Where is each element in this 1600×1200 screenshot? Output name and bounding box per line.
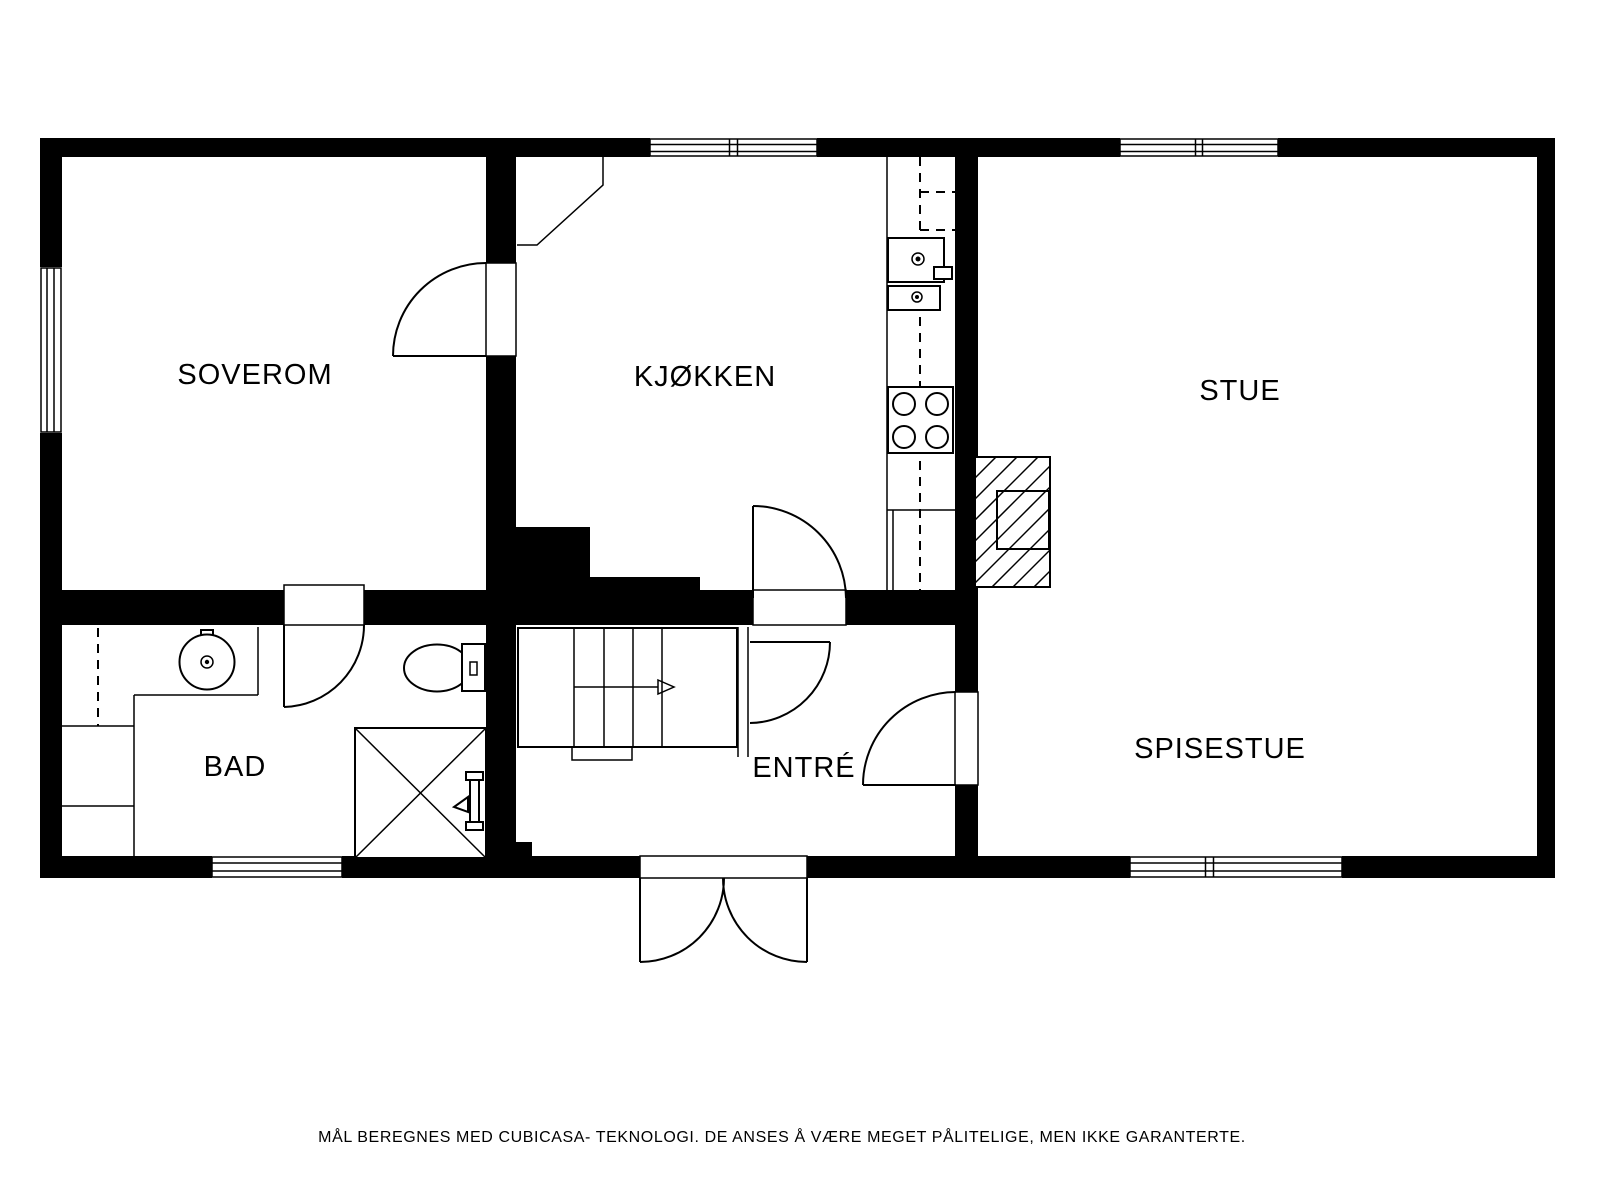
- door-bathroom: [283, 584, 365, 708]
- window-livingroom: [1119, 138, 1279, 157]
- sink-tap: [933, 266, 953, 280]
- door-kitchen: [752, 505, 847, 626]
- window-kitchen: [649, 138, 818, 157]
- room-label-livingroom: STUE: [1199, 375, 1280, 407]
- wall-stub: [516, 842, 532, 856]
- doors: [283, 157, 979, 963]
- window-bathroom: [211, 856, 343, 878]
- room-label-bedroom: SOVEROM: [177, 359, 332, 391]
- room-label-kitchen: KJØKKEN: [634, 361, 776, 393]
- room-label-entrance: ENTRÉ: [752, 751, 855, 784]
- room-labels: SOVEROM KJØKKEN STUE BAD ENTRÉ SPISESTUE: [177, 359, 1306, 784]
- disclaimer-text: MÅL BEREGNES MED CUBICASA- TEKNOLOGI. DE…: [318, 1127, 1246, 1146]
- room-label-bathroom: BAD: [204, 751, 267, 783]
- wall-bedroom-kitchen: [486, 157, 516, 856]
- door-diningroom: [862, 691, 979, 786]
- kitchen-counter: [886, 157, 955, 598]
- wall-outer-right: [1537, 138, 1555, 878]
- chimney: [974, 456, 1051, 588]
- windows: [40, 138, 1343, 878]
- chimney-inner: [996, 490, 1050, 550]
- staircase: [517, 627, 749, 761]
- bathroom-fixtures: [62, 627, 487, 859]
- window-bedroom: [40, 267, 62, 433]
- wall-kitchen-livingroom: [955, 157, 978, 856]
- wall-outer-left: [40, 138, 62, 878]
- bathroom-sink: [178, 629, 236, 691]
- stove: [887, 386, 954, 454]
- stairs-threshold: [571, 746, 633, 761]
- shower-handle: [451, 795, 469, 814]
- wall-kitchen-step: [590, 577, 700, 590]
- window-diningroom: [1129, 856, 1343, 878]
- door-stairwell: [749, 641, 831, 724]
- door-main-entrance: [639, 855, 808, 963]
- toilet: [403, 643, 486, 693]
- shower: [354, 727, 487, 859]
- wall-kitchen-jog: [516, 527, 590, 590]
- stairs-direction-arrow: [657, 678, 676, 696]
- room-label-diningroom: SPISESTUE: [1134, 733, 1306, 765]
- door-bedroom: [392, 262, 517, 357]
- door-kitchen-open-leaf: [517, 157, 604, 246]
- kitchen-sink: [887, 237, 953, 311]
